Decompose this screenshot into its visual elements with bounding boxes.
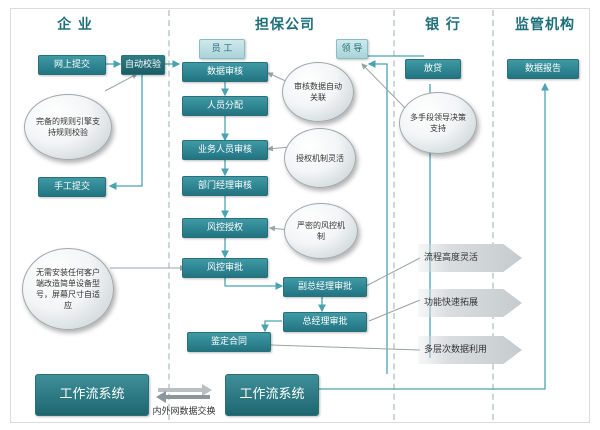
risk-approve-box: 风控审批 [182,258,268,278]
banner-fast-extension: 功能快速拓展 [418,289,522,317]
data-review-box: 数据审核 [182,62,268,82]
dept-manager-review-box: 部门经理审核 [182,176,268,196]
bubble-strict-risk: 严密的风控机制 [284,203,358,259]
lane-divider-1 [168,10,170,420]
column-title-enterprise: 企 业 [57,17,93,33]
loan-box: 放贷 [405,59,461,79]
manual-submit-box: 手工提交 [38,177,106,197]
banner-flexible-process: 流程高度灵活 [418,244,522,272]
gm-approve-box: 总经理审批 [283,312,367,332]
exchange-arrows-icon [156,384,212,403]
contract-box: 鉴定合同 [187,332,271,352]
data-report-box: 数据报告 [507,59,579,79]
auto-check-box: 自动校验 [121,55,165,75]
risk-authorize-box: 风控授权 [182,218,268,238]
bubble-rules-engine: 完备的规则引擎支持规则校验 [24,94,112,160]
lane-divider-2 [393,10,395,420]
column-title-bank: 银 行 [425,17,461,33]
online-submit-box: 网上提交 [38,55,106,75]
staff-box: 员 工 [199,39,245,59]
diagram-frame [10,8,590,423]
workflow-system-right: 工作流系统 [225,374,319,416]
lane-divider-3 [492,10,494,420]
vice-gm-approve-box: 副总经理审批 [283,277,367,297]
bubble-auto-link: 审核数据自动关联 [282,62,354,122]
leader-box: 领 导 [336,39,368,59]
bubble-flexible-auth: 授权机制灵活 [284,128,356,188]
banner-data-utilization: 多层次数据利用 [418,336,522,364]
business-review-box: 业务人员审核 [182,140,268,160]
data-exchange-label: 内外网数据交换 [152,407,216,417]
bubble-decision-support: 多手段领导决策支持 [399,92,477,154]
workflow-system-left: 工作流系统 [35,374,149,416]
staff-assign-box: 人员分配 [182,96,268,116]
column-title-guarantee: 担保公司 [255,17,315,33]
bubble-no-install: 无需安装任何客户端改造简单设备型号，屏幕尺寸自适应 [22,248,114,330]
column-title-regulator: 监管机构 [515,17,575,33]
